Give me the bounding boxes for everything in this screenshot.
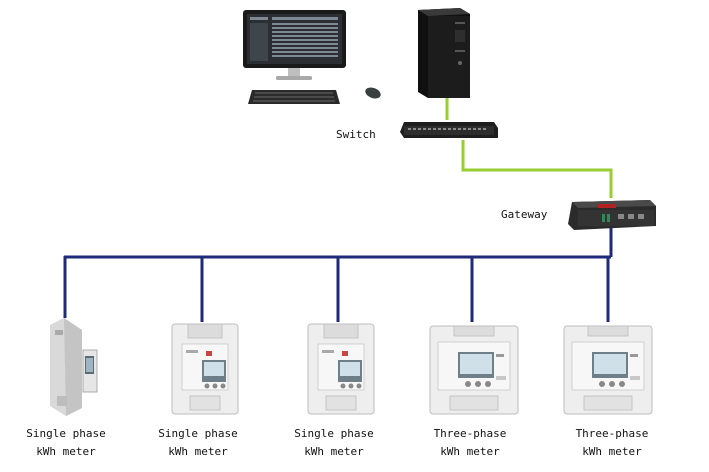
switch-to-gateway-link: [461, 140, 613, 198]
switch-label: Switch: [336, 128, 376, 141]
desktop-computer-icon: [243, 10, 381, 104]
din-rail-three-phase-meter-icon: [429, 325, 519, 415]
meter-2-label-line2: kWh meter: [168, 445, 228, 458]
din-rail-single-phase-2p-meter-icon: [171, 323, 239, 415]
gateway-icon: [568, 200, 656, 230]
meter-5-label-line2: kWh meter: [582, 445, 642, 458]
ethernet-link: [445, 95, 613, 198]
meter-1-label-line2: kWh meter: [36, 445, 96, 458]
meter-1-label-line1: Single phase: [26, 427, 105, 440]
network-switch-icon: [400, 122, 498, 138]
rs485-bus: [63, 228, 613, 322]
meter-2-label-line1: Single phase: [158, 427, 237, 440]
tower-pc-icon: [418, 8, 470, 98]
meter-4-label-line2: kWh meter: [440, 445, 500, 458]
meter-3-label-line2: kWh meter: [304, 445, 364, 458]
meter-3-label-line1: Single phase: [294, 427, 373, 440]
meter-4-label-line1: Three-phase: [434, 427, 507, 440]
din-rail-single-phase-2p-meter-icon: [307, 323, 375, 415]
gateway-label: Gateway: [501, 208, 548, 221]
din-rail-single-phase-1p-meter-icon: [50, 318, 98, 416]
din-rail-three-phase-meter-icon: [563, 325, 653, 415]
meter-5-label-line1: Three-phase: [576, 427, 649, 440]
